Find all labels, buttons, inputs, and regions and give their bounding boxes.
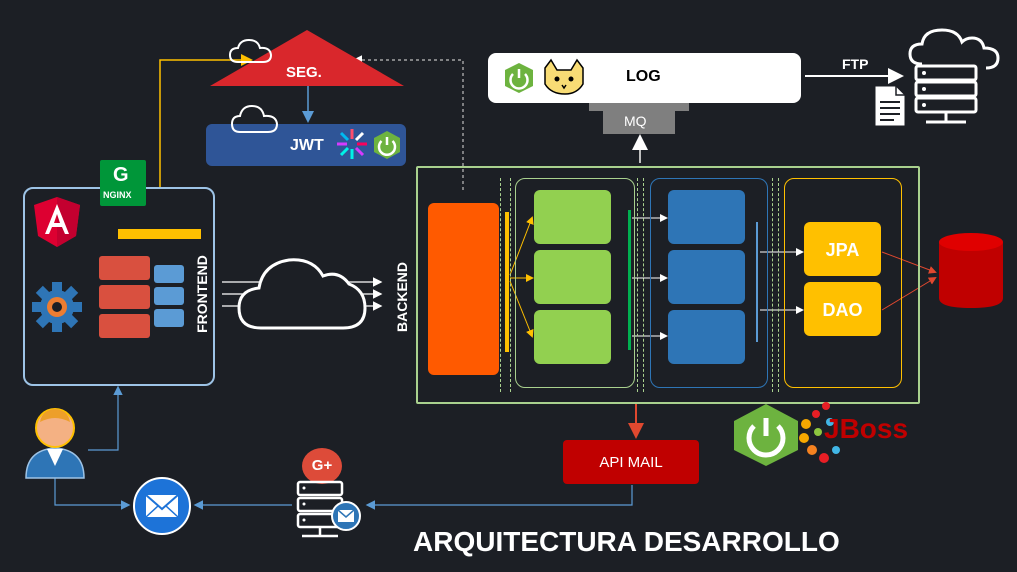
spring-boot-icon	[374, 131, 400, 159]
api-mail-label: API MAIL	[599, 454, 663, 471]
layer-divider	[778, 178, 779, 392]
frontend-service	[154, 265, 184, 283]
user-icon	[25, 408, 85, 479]
angular-icon	[34, 197, 80, 247]
repository-layer	[650, 178, 768, 388]
database-icon	[939, 233, 1003, 308]
jboss-icon	[799, 402, 840, 463]
dao-label: DAO	[822, 300, 863, 320]
gear-icon	[32, 282, 82, 332]
security-triangle	[210, 30, 404, 86]
tomcat-icon	[544, 58, 584, 95]
backend-label: BACKEND	[394, 262, 410, 332]
frontend-service	[154, 309, 184, 327]
repository-block	[668, 190, 745, 244]
spring-boot-icon	[505, 63, 533, 93]
controller-block	[428, 203, 499, 375]
layer-divider	[772, 178, 773, 392]
cloud-icon	[230, 104, 279, 133]
dao-block	[804, 282, 881, 336]
backend-container	[416, 166, 920, 404]
service-layer	[515, 178, 635, 388]
service-block	[534, 190, 611, 244]
email-icon	[133, 477, 191, 535]
api-mail-box	[563, 440, 699, 484]
service-bar	[628, 210, 631, 350]
jwt-label: JWT	[290, 137, 324, 154]
frontend-component	[99, 285, 150, 309]
repository-bar	[756, 222, 758, 342]
layer-divider	[643, 178, 644, 392]
document-icon	[874, 85, 906, 127]
frontend-component	[99, 314, 150, 338]
mq-box	[589, 103, 689, 134]
cloud-icon	[237, 258, 367, 330]
layer-divider	[500, 178, 501, 392]
frontend-router-bar	[118, 229, 201, 239]
spring-boot-icon	[734, 404, 798, 466]
frontend-label: FRONTEND	[194, 255, 210, 333]
service-block	[534, 310, 611, 364]
repository-block	[668, 250, 745, 304]
server-icon	[908, 28, 1000, 124]
data-layer	[784, 178, 902, 388]
google-plus-icon	[302, 448, 342, 484]
jboss-label: JBoss	[824, 413, 909, 444]
ftp-label: FTP	[842, 56, 869, 72]
jpa-block	[804, 222, 881, 276]
service-block	[534, 250, 611, 304]
jwt-icon	[337, 129, 367, 159]
mq-label: MQ	[624, 113, 647, 129]
layer-divider	[510, 178, 511, 392]
nginx-icon: G NGINX	[100, 160, 146, 206]
jpa-label: JPA	[825, 240, 860, 260]
mail-server-icon	[296, 480, 361, 538]
frontend-service	[154, 287, 184, 305]
page-title: ARQUITECTURA DESARROLLO	[413, 526, 840, 557]
log-box	[488, 53, 801, 103]
frontend-component	[99, 256, 150, 280]
controller-router-bar	[505, 212, 509, 352]
repository-block	[668, 310, 745, 364]
security-label: SEG.	[286, 64, 322, 81]
google-plus-label: G+	[311, 457, 333, 474]
layer-divider	[637, 178, 638, 392]
log-label: LOG	[626, 68, 661, 85]
cloud-icon	[228, 38, 273, 63]
